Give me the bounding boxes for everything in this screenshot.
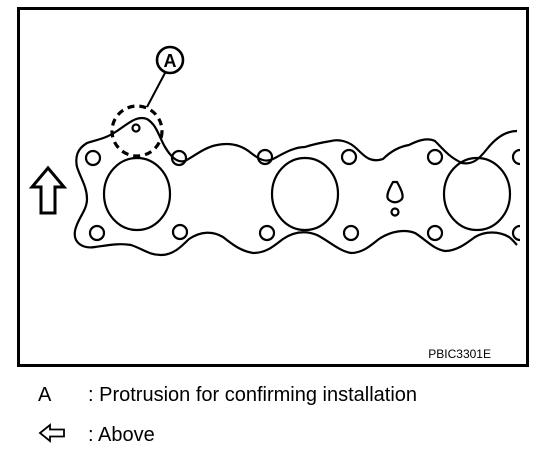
hollow-up-arrow-icon bbox=[28, 165, 68, 215]
bolt-hole bbox=[258, 224, 276, 242]
bolt-hole bbox=[88, 224, 106, 242]
exhaust-manifold-gasket bbox=[73, 116, 521, 257]
callout-label: A bbox=[164, 51, 177, 71]
bolt-hole bbox=[256, 148, 274, 166]
legend-item-above: : Above bbox=[38, 423, 155, 449]
legend-key-a: A bbox=[38, 384, 52, 406]
legend-text-above: : Above bbox=[88, 424, 155, 447]
exhaust-port-1 bbox=[102, 156, 172, 232]
gasket-diagram: A PBIC3301E bbox=[17, 7, 529, 367]
bolt-hole bbox=[170, 149, 188, 167]
bolt-hole-partial bbox=[511, 148, 521, 166]
bolt-hole bbox=[426, 224, 444, 242]
bolt-hole bbox=[171, 223, 189, 241]
hollow-left-arrow-icon bbox=[38, 423, 88, 449]
bolt-hole bbox=[84, 149, 102, 167]
exhaust-port-3 bbox=[442, 156, 512, 232]
bolt-hole bbox=[342, 224, 360, 242]
gasket-outline bbox=[73, 116, 518, 257]
callout-label-circle bbox=[155, 45, 185, 75]
callout-circle bbox=[110, 104, 164, 158]
bolt-hole bbox=[426, 148, 444, 166]
figure-code: PBIC3301E bbox=[428, 347, 491, 361]
legend-item-protrusion: A : Protrusion for confirming installatio… bbox=[38, 383, 417, 407]
protrusion-pin bbox=[131, 123, 141, 133]
legend-text-protrusion: : Protrusion for confirming installation bbox=[88, 384, 418, 406]
callout-leader bbox=[146, 72, 166, 108]
teardrop-hole bbox=[386, 180, 404, 204]
figure-frame bbox=[17, 7, 529, 367]
bolt-hole-partial bbox=[511, 224, 521, 242]
pin-hole bbox=[390, 207, 400, 217]
bolt-hole bbox=[340, 148, 358, 166]
exhaust-port-2 bbox=[270, 156, 340, 232]
